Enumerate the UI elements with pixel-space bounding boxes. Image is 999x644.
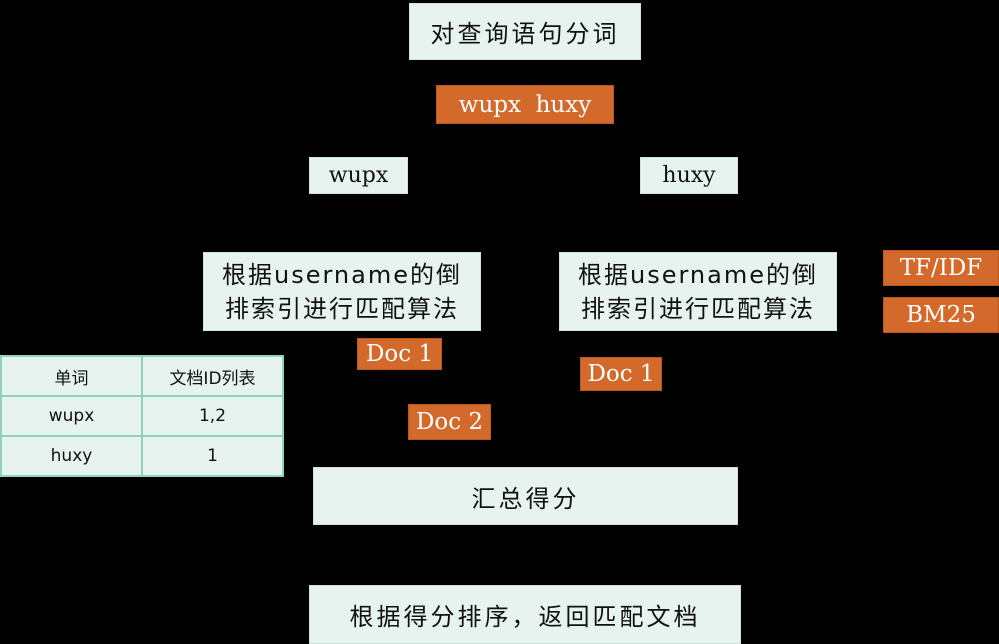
term-wupx-box: wupx [309,157,408,194]
query-terms-box: wupx huxy [436,85,614,124]
bm25-badge: BM25 [883,297,999,333]
cell-term: wupx [0,395,143,437]
tfidf-badge: TF/IDF [883,250,999,286]
aggregate-score-box: 汇总得分 [313,467,738,525]
cell-term: huxy [0,435,143,477]
table-header-row: 单词 文档ID列表 [0,355,284,397]
table-row: wupx 1,2 [0,395,284,437]
term-huxy-box: huxy [640,157,738,194]
sort-return-box: 根据得分排序，返回匹配文档 [309,585,741,644]
cell-doc-ids: 1 [141,435,284,477]
doc1-right-badge: Doc 1 [580,357,662,391]
doc2-badge: Doc 2 [408,404,491,440]
doc1-left-badge: Doc 1 [357,338,442,370]
match-algorithm-right-box: 根据username的倒排索引进行匹配算法 [559,252,837,331]
header-doc-ids: 文档ID列表 [141,355,284,397]
table-row: huxy 1 [0,435,284,477]
tokenize-query-box: 对查询语句分词 [409,3,641,60]
match-algorithm-left-box: 根据username的倒排索引进行匹配算法 [203,252,481,331]
cell-doc-ids: 1,2 [141,395,284,437]
header-term: 单词 [0,355,143,397]
inverted-index-table: 单词 文档ID列表 wupx 1,2 huxy 1 [0,355,284,477]
